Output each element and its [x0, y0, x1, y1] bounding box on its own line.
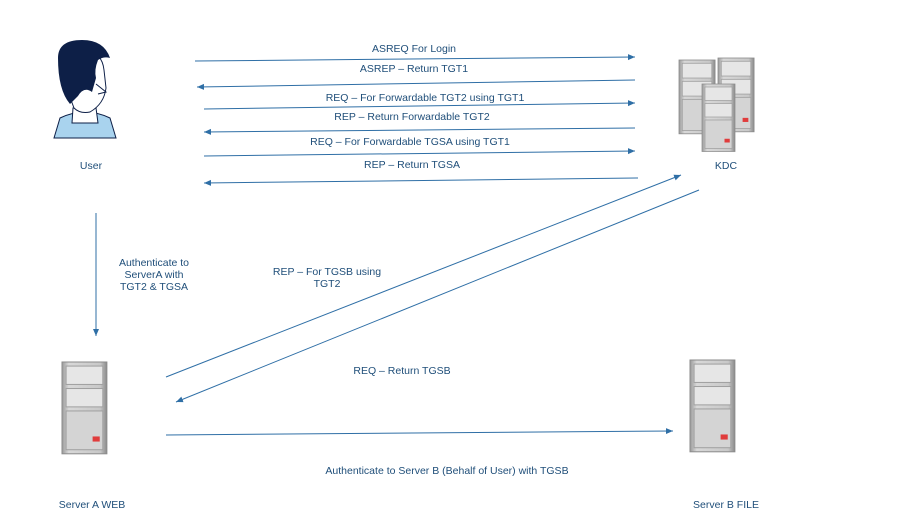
- message-label: REQ – For Forwardable TGSA using TGT1: [310, 136, 510, 148]
- arrow-req-tgsa: [203, 148, 636, 157]
- message-label: TGT2: [314, 278, 341, 290]
- message-label: REP – For TGSB using: [273, 266, 381, 278]
- user-icon: [53, 40, 117, 139]
- message-label: REQ – For Forwardable TGT2 using TGT1: [326, 92, 525, 104]
- arrow-asrep: [196, 79, 636, 90]
- message-label: Authenticate to: [119, 257, 189, 269]
- message-label: REP – Return TGSA: [364, 159, 460, 171]
- message-label: REQ – Return TGSB: [353, 365, 450, 377]
- message-arrows: [93, 54, 700, 436]
- message-label: ASREP – Return TGT1: [360, 63, 468, 75]
- arrow-rep-tgsa: [203, 177, 639, 186]
- arrow-rep-tgsb: [165, 174, 682, 378]
- server-a-label: Server A WEB: [59, 499, 126, 511]
- arrow-req-tgsb: [175, 189, 700, 403]
- message-label: ASREQ For Login: [372, 43, 456, 55]
- user-label: User: [80, 160, 103, 172]
- arrow-asreq: [194, 54, 636, 62]
- arrow-rep-tgt2: [203, 127, 636, 135]
- message-label: Authenticate to Server B (Behalf of User…: [325, 465, 568, 477]
- message-label: REP – Return Forwardable TGT2: [334, 111, 490, 123]
- server-b-icon: [689, 359, 736, 453]
- server-b-label: Server B FILE: [693, 499, 759, 511]
- message-label: ServerA with: [125, 269, 184, 281]
- kdc-label: KDC: [715, 160, 738, 172]
- message-label: TGT2 & TGSA: [120, 281, 188, 293]
- arrow-authenticate-server-b: [165, 428, 674, 436]
- kdc-server-icon: [678, 57, 755, 152]
- arrow-req-tgt2: [203, 100, 636, 110]
- server-a-icon: [61, 361, 108, 455]
